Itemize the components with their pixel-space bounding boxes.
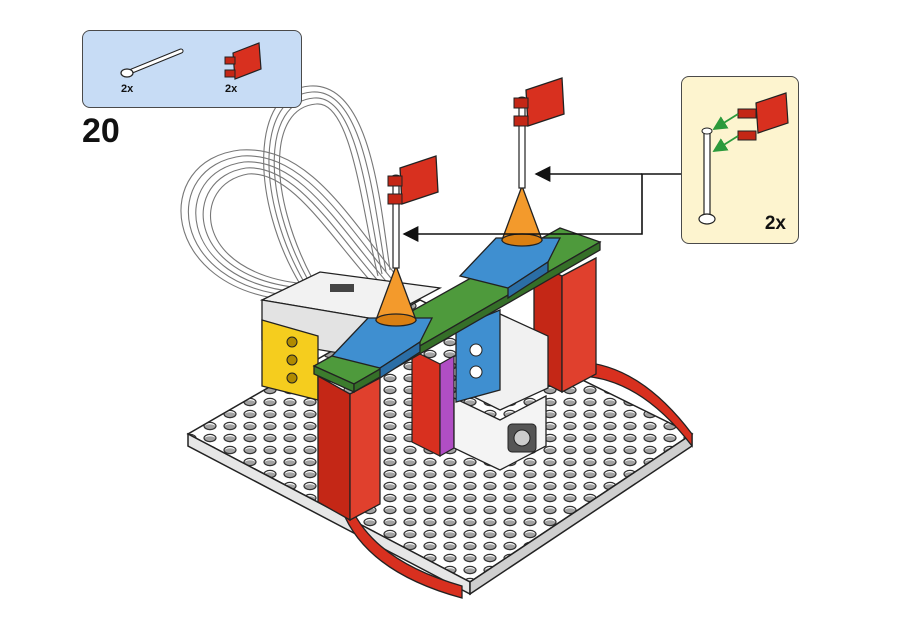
step-number: 20: [82, 112, 120, 150]
blue-roof-left: [330, 317, 434, 380]
parts-list-art: [120, 42, 262, 80]
antenna-rod-icon: [698, 127, 716, 225]
flag-icon: [737, 92, 789, 141]
callout-qty: 2x: [764, 213, 786, 234]
yellow-beam: [261, 319, 319, 401]
callout-arrows: [402, 166, 681, 242]
green-insert-arrows: [712, 113, 739, 152]
sub-assembly-art: [698, 92, 789, 225]
flag-icon: [224, 42, 262, 80]
blue-roof-right: [458, 237, 562, 300]
red-pillar-left: [317, 374, 381, 522]
orange-cone-right: [501, 184, 543, 247]
flag-left: [387, 155, 439, 205]
flag-right: [513, 77, 565, 127]
parts-list: 2x 2x: [82, 30, 302, 108]
color-sensor: [453, 394, 547, 471]
antenna-rod-qty: 2x: [121, 83, 134, 95]
orange-cone-left: [375, 264, 417, 327]
antenna-left: [390, 174, 402, 269]
sub-assembly-callout: 2x: [681, 76, 799, 244]
antenna-rod-icon: [120, 48, 184, 78]
flag-qty: 2x: [225, 83, 238, 95]
center-column: [411, 349, 455, 458]
antenna-right: [516, 96, 528, 189]
cables: [180, 85, 401, 301]
distance-sensor: [455, 309, 549, 411]
